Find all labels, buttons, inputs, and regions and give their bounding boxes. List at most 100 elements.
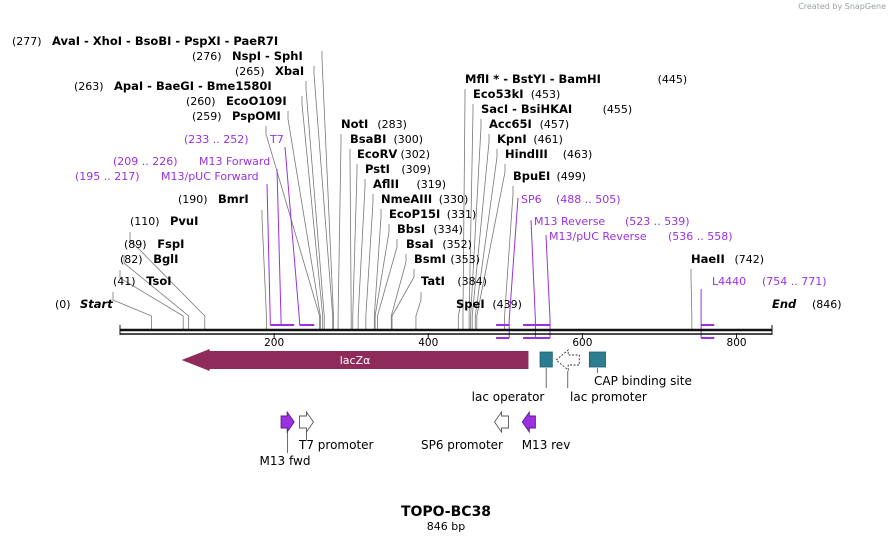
primer-range: (195 .. 217) (75, 170, 140, 183)
promoter-arrow (494, 410, 509, 434)
feature-label: T7 promoter (298, 438, 374, 452)
site-name: HindIII (505, 147, 548, 161)
site-position: (302) (401, 148, 431, 161)
site-leader-line (377, 239, 398, 329)
site-position: (89) (124, 238, 147, 251)
site-name: SpeI (456, 297, 485, 311)
primer-name: M13 Reverse (534, 215, 605, 228)
lacz-arrow (181, 349, 529, 371)
primer-name: T7 (269, 133, 284, 146)
lac-promoter-arrow (555, 349, 580, 371)
primer-range: (754 .. 771) (762, 275, 827, 288)
site-position: (309) (401, 163, 431, 176)
site-leader-line (390, 254, 407, 329)
restriction-site-bpuei: BpuEI(499) (513, 169, 586, 183)
site-leader-line (504, 186, 514, 329)
site-name: FspI (157, 237, 184, 251)
site-name: BglI (153, 252, 178, 266)
site-name: Eco53kI (473, 87, 524, 101)
primer-name: M13/pUC Forward (161, 170, 259, 183)
end-label: End (772, 297, 797, 311)
site-position: (41) (113, 275, 136, 288)
feature-lacpromoter: lac promoter (555, 349, 647, 404)
restriction-site-bsai: BsaI(352) (406, 237, 472, 251)
site-leader-line (261, 210, 267, 329)
site-leader-line (373, 209, 382, 329)
feature-capbindingsite: CAP binding site (588, 351, 692, 388)
primer-sp6: SP6(488 .. 505) (521, 193, 621, 206)
restriction-site-nmeaiii: NmeAIII (330) (381, 192, 468, 206)
site-name: BmrI (218, 192, 249, 206)
site-position: (331) (447, 208, 477, 221)
site-position: (353) (450, 253, 480, 266)
site-leader-line (265, 126, 321, 329)
site-leader-line (415, 292, 422, 329)
primer-range: (536 .. 558) (668, 230, 733, 243)
primer-leader-line (530, 219, 536, 338)
site-name: SacI - BsiHKAI (481, 102, 572, 116)
primer-l4440: L4440 (754 .. 771) (712, 275, 827, 288)
feature-sp6promoter: SP6 promoter (421, 410, 509, 452)
primer-leader-line (266, 183, 271, 325)
primer-leader-line (276, 168, 282, 325)
site-name: NmeAIII (381, 192, 432, 206)
map-length: 846 bp (427, 520, 465, 533)
feature-box (588, 351, 606, 368)
axis-tick-label: 400 (418, 337, 438, 349)
site-name: BsaBI (350, 132, 386, 146)
restriction-site-pvui: (110) PvuI (130, 214, 198, 228)
site-name: TatI (421, 274, 445, 288)
site-leader-line (468, 104, 474, 329)
primer-m13forward: (209 .. 226) M13 Forward (113, 155, 270, 168)
restriction-site-psti: PstI (309) (365, 162, 431, 176)
map-title: TOPO-BC38 (401, 504, 491, 520)
site-name: ApaI - BaeGI - Bme1580I (114, 79, 272, 93)
restriction-site-kpni: KpnI(461) (497, 132, 563, 146)
restriction-site-xbai: (265)XbaI (235, 64, 304, 78)
site-position: (499) (557, 170, 587, 183)
site-leader-line (301, 96, 324, 329)
site-position: (453) (531, 88, 561, 101)
site-position: (265) (235, 65, 265, 78)
site-leader-line (457, 300, 461, 329)
site-name: PstI (365, 162, 390, 176)
primer-name: M13 Forward (199, 155, 270, 168)
feature-label: CAP binding site (594, 374, 692, 388)
site-position: (259) (192, 110, 222, 123)
site-position: (384) (457, 275, 487, 288)
site-leader-line (374, 224, 390, 329)
site-position: (319) (417, 178, 447, 191)
site-leader-line (305, 81, 325, 329)
restriction-site-hindiii: HindIII(463) (505, 147, 592, 161)
restriction-site-ecoo109i: (260)EcoO109I (186, 94, 287, 108)
site-position: (334) (433, 223, 463, 236)
feature-lacoperator: lac operator (472, 351, 553, 404)
site-name: PvuI (170, 214, 198, 228)
site-leader-line (112, 292, 152, 329)
primer-range: (523 .. 539) (625, 215, 690, 228)
restriction-site-spei: SpeI(439) (456, 297, 522, 311)
site-leader-line (349, 149, 352, 329)
site-name: NspI - SphI (232, 49, 303, 63)
site-position: (330) (439, 193, 469, 206)
restriction-site-bsabi: BsaBI (300) (350, 132, 423, 146)
site-leader-line (470, 119, 482, 329)
site-name: AflII (373, 177, 399, 191)
site-position: (742) (735, 253, 765, 266)
site-leader-line (129, 232, 206, 329)
site-name: BbsI (397, 222, 425, 236)
primer-arrow (521, 410, 536, 434)
site-position: (276) (192, 50, 222, 63)
site-leader-line (357, 179, 366, 329)
primer-name: L4440 (712, 275, 746, 288)
site-name: HaeII (691, 252, 725, 266)
site-name: EcoP15I (389, 207, 440, 221)
primer-range: (209 .. 226) (113, 155, 178, 168)
feature-label: lac promoter (570, 390, 647, 404)
site-position: (300) (394, 133, 424, 146)
restriction-site-bgli: (82)BglI (120, 252, 178, 266)
site-leader-line (462, 89, 466, 329)
site-name: MflI * - BstYI - BamHI (465, 72, 601, 86)
site-position: (110) (130, 215, 160, 228)
